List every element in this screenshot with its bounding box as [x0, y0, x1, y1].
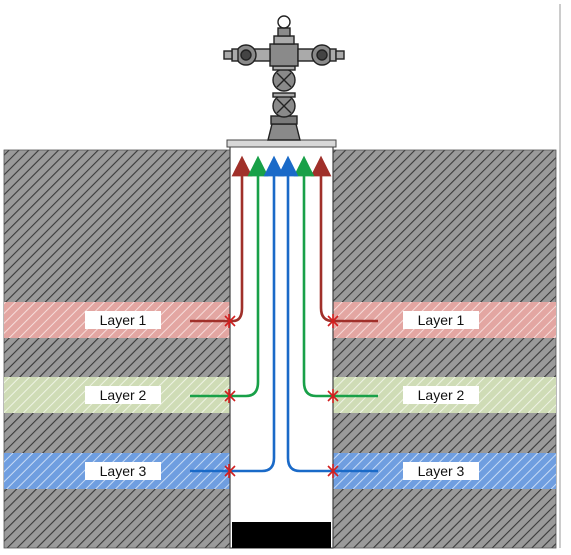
layer-2-label-left: Layer 2: [100, 387, 147, 403]
layer-3-label-left: Layer 3: [100, 463, 147, 479]
perforation-icon: [224, 314, 236, 328]
casing-bottom: [232, 522, 331, 548]
flow-arrow-icon: [190, 155, 285, 473]
perforation-icon: [224, 389, 236, 403]
layer-3-label-right: Layer 3: [418, 463, 465, 479]
perforation-icon: [327, 464, 339, 478]
perforations: [224, 314, 339, 478]
layer-1-label-left: Layer 1: [100, 312, 147, 328]
wellhead-icon: [223, 15, 345, 141]
wellbore: [226, 139, 337, 549]
layer-label-left-3: Layer 3: [85, 462, 161, 480]
perforation-icon: [224, 464, 236, 478]
flow-arrow-icon: [277, 155, 378, 473]
layer-label-right-2: Layer 2: [403, 386, 479, 404]
flow-arrow-icon: [190, 155, 253, 323]
layer-label-right-1: Layer 1: [403, 311, 479, 329]
layer-label-left-2: Layer 2: [85, 386, 161, 404]
flow-arrow-icon: [293, 155, 378, 398]
layer-1-label-right: Layer 1: [418, 312, 465, 328]
layer-label-left-1: Layer 1: [85, 311, 161, 329]
perforation-icon: [327, 389, 339, 403]
layer-label-right-3: Layer 3: [403, 462, 479, 480]
layer-2-label-right: Layer 2: [418, 387, 465, 403]
flow-arrow-icon: [190, 155, 269, 398]
perforation-icon: [327, 314, 339, 328]
